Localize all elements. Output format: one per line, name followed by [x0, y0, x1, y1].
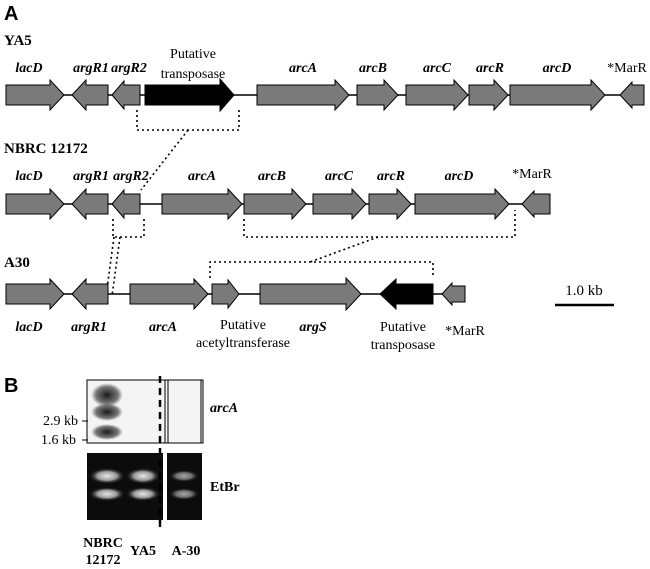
gene-label-argr1: argR1: [73, 61, 109, 76]
gene-label-argr1: argR1: [73, 169, 109, 184]
gene-label-lacd: lacD: [15, 169, 42, 184]
blot-band-arca: [91, 424, 123, 440]
gene-arrow-arcr: [368, 187, 412, 221]
blot-smear-mid: [91, 403, 123, 421]
gene-arrow-arca: [161, 187, 243, 221]
gene-arrow-argr2: [111, 79, 141, 111]
homology-lines: [105, 110, 516, 297]
gene-label-argr1: argR1: [71, 320, 107, 335]
gene-label-args: argS: [299, 320, 326, 335]
gel-band: [89, 487, 125, 501]
gene-arrow-arcb: [243, 187, 307, 221]
marr-label: *MarR: [607, 61, 647, 76]
gene-arrow-lacd: [5, 277, 65, 311]
marr-label: *MarR: [445, 324, 485, 339]
track-ya5: YA5 lacD argR1 argR2 Putative transposas…: [4, 33, 647, 113]
transposase-arrow: [379, 277, 434, 311]
acetyltransferase-label-line2: acetyltransferase: [196, 336, 290, 351]
gene-label-arcd: arcD: [445, 169, 474, 184]
gene-label-arca: arcA: [149, 320, 177, 335]
etbr-gel: EtBr: [87, 453, 240, 520]
gene-arrow-argr1: [71, 78, 109, 112]
gene-arrow-arcd: [509, 78, 606, 112]
gel-band: [169, 470, 199, 482]
scale-bar: 1.0 kb: [555, 283, 614, 307]
gene-arrow-lacd: [5, 78, 65, 112]
marker-label-2.9kb: 2.9 kb: [43, 414, 78, 429]
blot-panel-a30: [167, 379, 202, 444]
gene-arrow-arca: [256, 78, 350, 112]
gene-arrow-arca: [129, 277, 209, 311]
transposase-label-line1: Putative: [170, 47, 216, 62]
gel-gap: [163, 453, 167, 520]
gene-label-arcb: arcB: [359, 61, 387, 76]
gene-arrow-arcc: [405, 78, 469, 112]
gene-label-arcb: arcB: [258, 169, 286, 184]
gene-arrow-acetyltransferase: [211, 278, 240, 310]
marr-label: *MarR: [512, 167, 552, 182]
transposase-arrow: [144, 77, 235, 113]
strain-label-ya5: YA5: [4, 33, 32, 49]
gene-label-argr2: argR2: [113, 169, 149, 184]
gel-panel-left: [87, 453, 165, 520]
gene-label-argr2: argR2: [111, 61, 147, 76]
gel-band: [169, 488, 199, 500]
lane-label-a30: A-30: [172, 544, 201, 559]
gel-band: [126, 487, 160, 501]
acetyltransferase-label-line1: Putative: [220, 318, 266, 333]
gel-panel-right: [165, 453, 202, 520]
gene-label-arca: arcA: [188, 169, 216, 184]
gene-arrow-marr: [619, 80, 645, 110]
gene-arrow-args: [259, 276, 362, 312]
track-a30: A30 lacD argR1 arcA Putative acetyltrans…: [4, 255, 485, 353]
marker-label-1.6kb: 1.6 kb: [41, 433, 76, 448]
gene-label-arcr: arcR: [476, 61, 504, 76]
gene-arrow-arcc: [312, 187, 367, 221]
strain-label-a30: A30: [4, 255, 30, 271]
gel-band: [89, 468, 125, 484]
transposase-label-line2: transposase: [161, 67, 226, 82]
gene-arrow-marr: [521, 189, 551, 219]
gene-arrow-argr2: [111, 188, 141, 220]
gene-label-arcd: arcD: [543, 61, 572, 76]
gene-arrow-arcd: [414, 187, 510, 221]
gene-arrow-argr1: [71, 277, 109, 311]
gene-label-lacd: lacD: [15, 320, 42, 335]
lane-label-ya5: YA5: [130, 544, 156, 559]
lane-label-12172: 12172: [86, 553, 121, 568]
gene-arrow-argr1: [71, 187, 109, 221]
gene-label-arca: arcA: [289, 61, 317, 76]
strain-label-nbrc12172: NBRC 12172: [4, 141, 88, 157]
lane-label-nbrc: NBRC: [83, 536, 123, 551]
gel-band: [126, 468, 160, 484]
gene-arrow-arcr: [468, 78, 509, 112]
transposase-label-line1: Putative: [380, 320, 426, 335]
gene-arrow-arcb: [356, 78, 399, 112]
probe-label-arca: arcA: [210, 401, 238, 416]
northern-blot: 2.9 kb 1.6 kb arcA: [41, 379, 238, 448]
gene-label-lacd: lacD: [15, 61, 42, 76]
stain-label-etbr: EtBr: [210, 480, 240, 495]
blot-smear-upper: [91, 383, 123, 407]
gene-label-arcr: arcR: [377, 169, 405, 184]
gene-arrow-marr: [441, 281, 466, 307]
panel-a-label: A: [4, 3, 18, 25]
gene-arrow-lacd: [5, 187, 65, 221]
panel-b-label: B: [4, 375, 18, 397]
gene-label-arcc: arcC: [423, 61, 452, 76]
track-nbrc12172: NBRC 12172 lacD argR1 argR2 arcA arcB ar…: [4, 141, 552, 221]
gene-label-arcc: arcC: [325, 169, 354, 184]
scale-bar-label: 1.0 kb: [565, 283, 603, 299]
transposase-label-line2: transposase: [371, 338, 436, 353]
